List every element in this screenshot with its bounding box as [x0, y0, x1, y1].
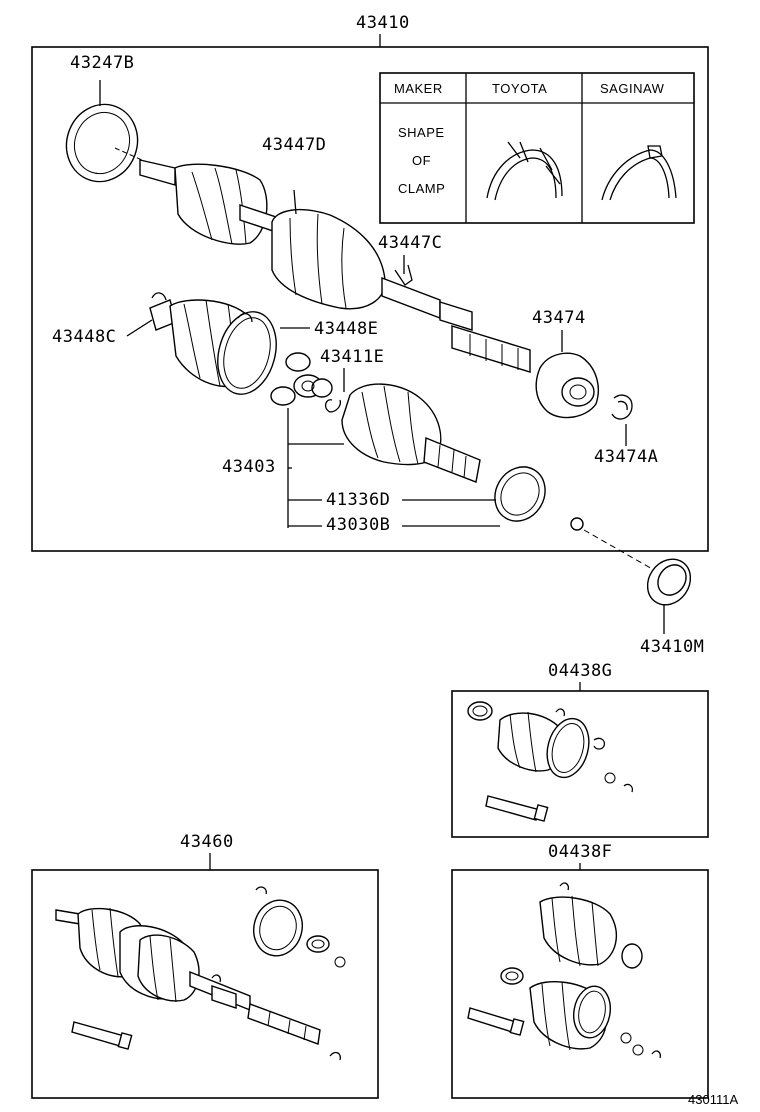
part-41336D-seal	[494, 466, 546, 522]
part-43410M-bearing	[646, 558, 692, 634]
label-04438F: 04438F	[548, 842, 612, 862]
table-clamp-text: CLAMP	[398, 181, 445, 196]
saginaw-clamp-drawing	[601, 145, 677, 201]
label-43474: 43474	[532, 308, 586, 328]
label-43410: 43410	[356, 13, 410, 33]
label-43403: 43403	[222, 457, 276, 477]
diagram-reference-number: 430111A	[688, 1092, 738, 1107]
label-43410M: 43410M	[640, 637, 704, 657]
label-43447D: 43447D	[262, 135, 326, 155]
table-of-text: OF	[412, 153, 431, 168]
label-43474A: 43474A	[594, 447, 658, 467]
part-43474-damper	[535, 330, 599, 419]
label-43411E: 43411E	[320, 347, 384, 367]
table-frame	[379, 72, 695, 224]
kit-04438F-parts	[467, 882, 662, 1059]
label-43448C: 43448C	[52, 327, 116, 347]
part-43411E-tripod	[270, 352, 342, 413]
part-43030B-ball	[570, 517, 584, 531]
assembly-43410-box	[31, 46, 709, 552]
table-shape-text: SHAPE	[398, 125, 445, 140]
table-saginaw-header: SAGINAW	[600, 81, 665, 96]
kit-04438G-parts	[467, 701, 634, 822]
label-43447C: 43447C	[378, 233, 442, 253]
table-toyota-header: TOYOTA	[492, 81, 547, 96]
label-43247B: 43247B	[70, 53, 134, 73]
table-maker-header: MAKER	[394, 81, 443, 96]
clamp-shape-table: MAKER TOYOTA SAGINAW SHAPE OF CLAMP	[379, 72, 695, 224]
part-43403-housing	[341, 383, 481, 483]
label-43448E: 43448E	[314, 319, 378, 339]
label-43030B: 43030B	[326, 515, 390, 535]
part-43247B-ring	[65, 80, 143, 183]
assembly-43460-box	[31, 869, 379, 1099]
inboard-boot-assembly	[149, 292, 277, 395]
label-41336D: 41336D	[326, 490, 390, 510]
label-43460: 43460	[180, 832, 234, 852]
assembly-43460-parts	[55, 886, 346, 1061]
part-43474A-snap-ring	[611, 394, 633, 446]
upper-drive-shaft	[139, 159, 531, 373]
toyota-clamp-drawing	[486, 141, 563, 201]
label-04438G: 04438G	[548, 661, 612, 681]
